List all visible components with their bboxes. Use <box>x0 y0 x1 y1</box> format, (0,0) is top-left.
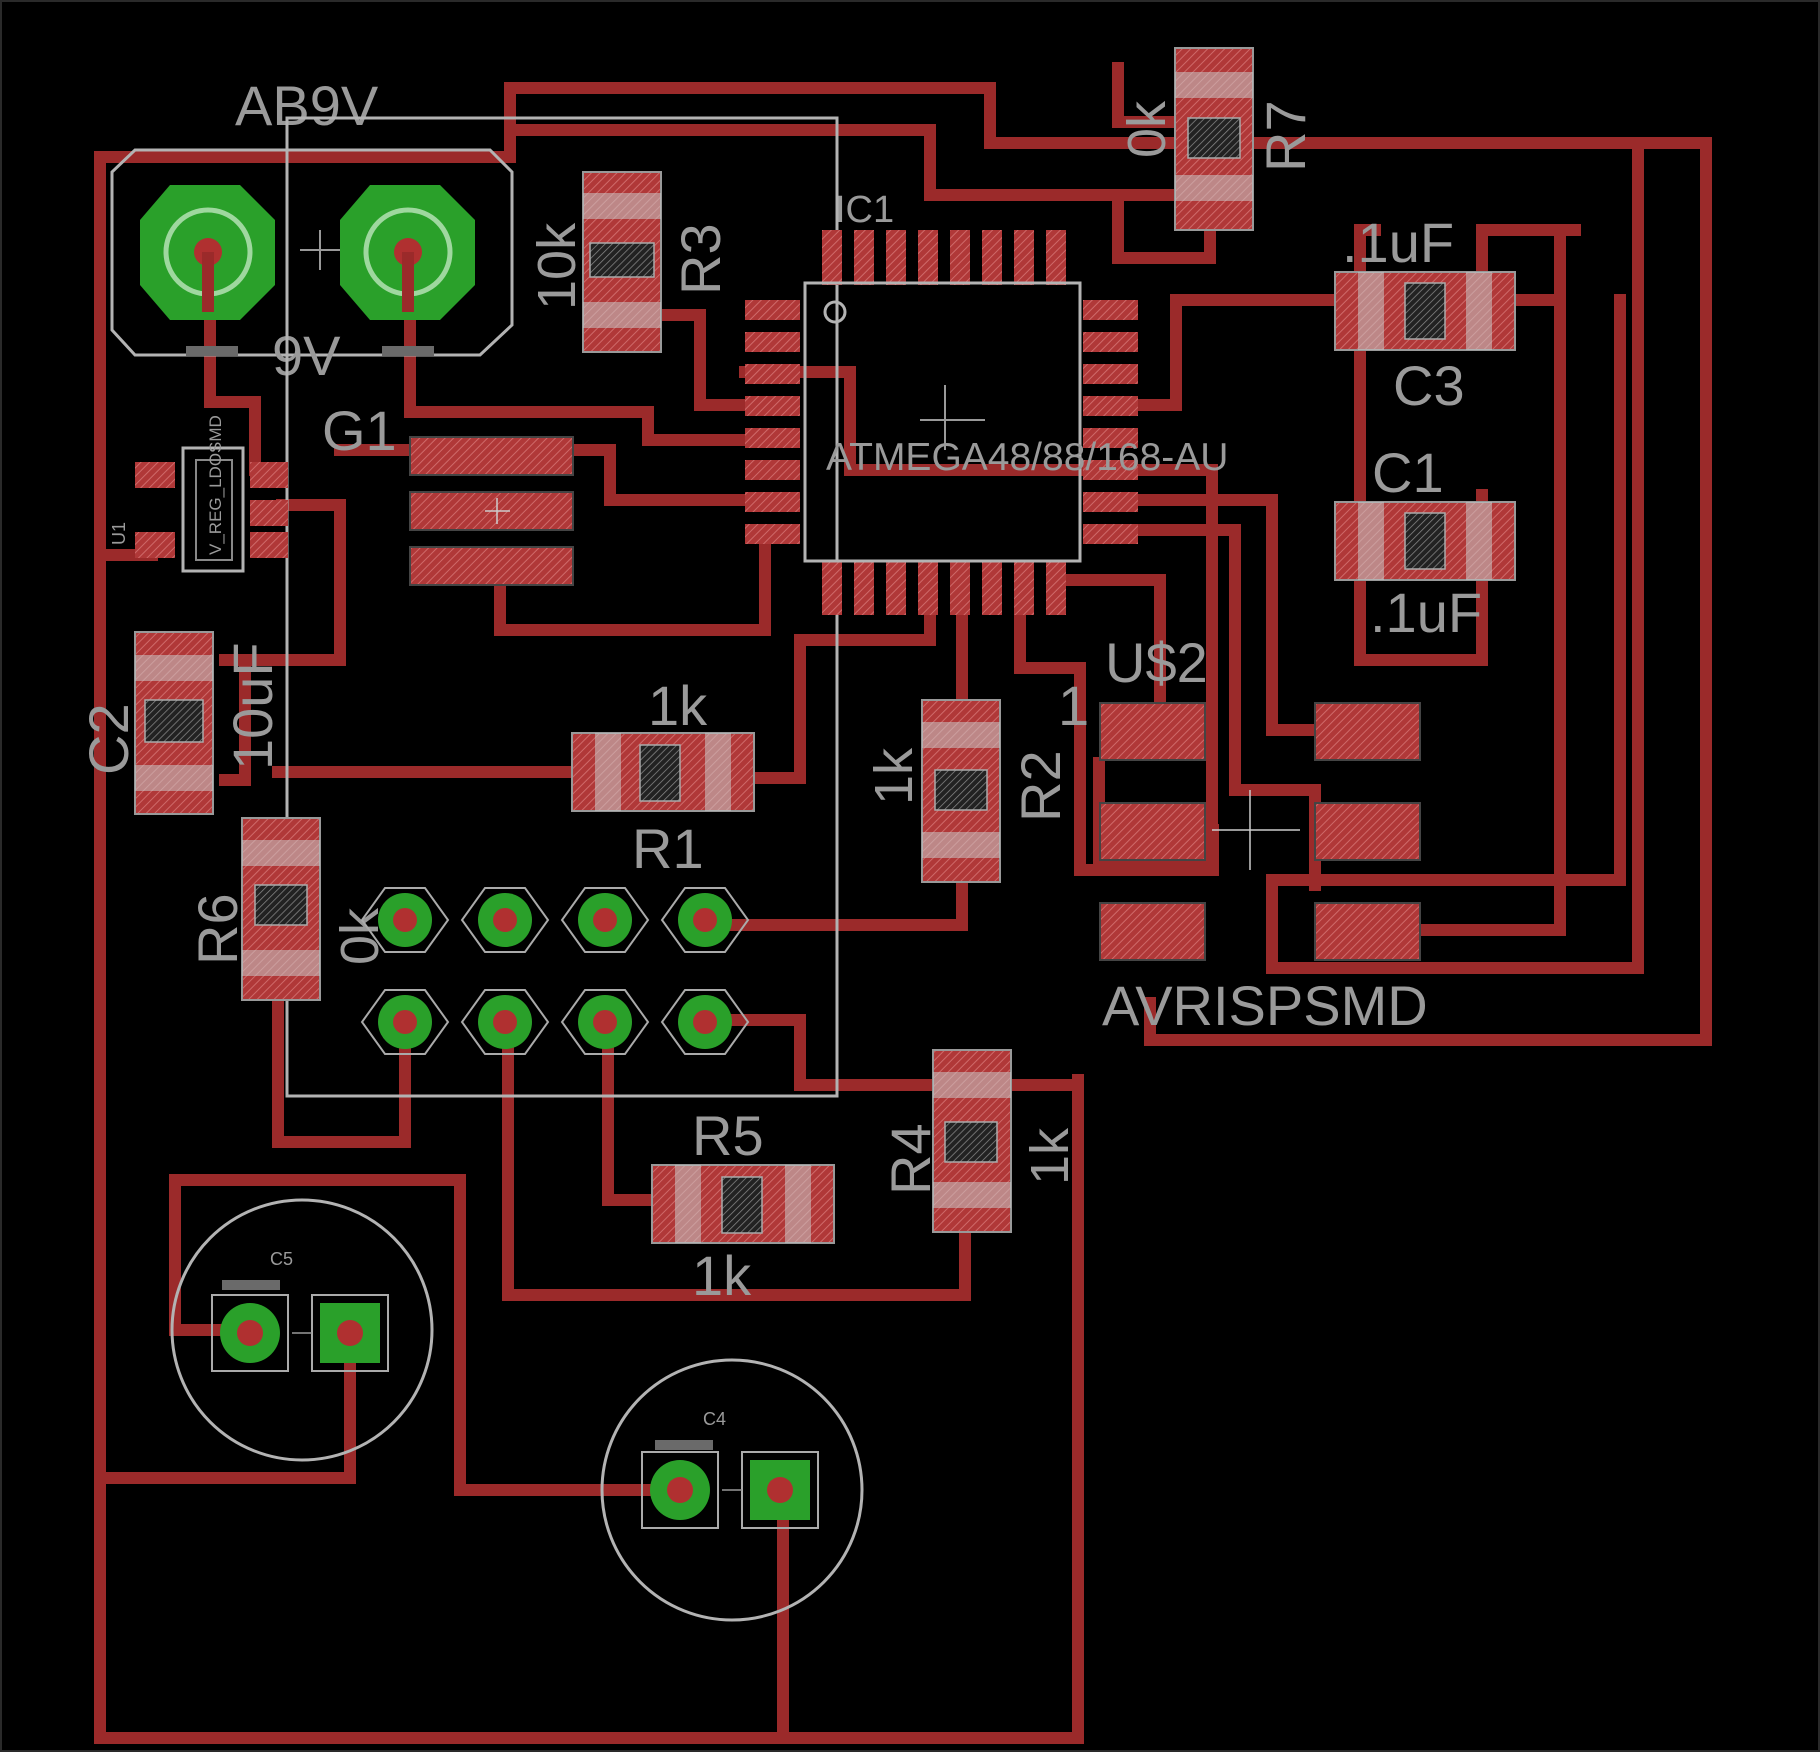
r1-value-label: 1k <box>648 674 708 737</box>
ic1-label: IC1 <box>835 189 894 231</box>
ic1-pin1-dot <box>823 300 847 324</box>
c5-capacitor: C5 <box>170 1198 434 1462</box>
ab9v-label: AB9V <box>235 74 379 137</box>
g1-label: G1 <box>322 399 397 462</box>
ic1-top-pins <box>822 230 1066 285</box>
nine-v-label: 9V <box>272 324 341 387</box>
avrisp-label: AVRISPSMD <box>1102 974 1428 1037</box>
r7-value-label: 0k <box>1117 100 1177 158</box>
r4-value-label: 1k <box>1020 1127 1080 1185</box>
u1-vreg: U1 V_REG_LDOSMD <box>109 415 288 573</box>
r4-name-label: R4 <box>879 1123 942 1195</box>
header-pin <box>560 887 650 953</box>
g1-regulator: G1 <box>322 399 574 586</box>
header-pin <box>660 989 750 1055</box>
c5-label: C5 <box>270 1249 293 1269</box>
c3-value-label: .1uF <box>1342 211 1454 274</box>
u1-label: U1 <box>109 522 129 545</box>
ic1-right-pins <box>1083 300 1138 544</box>
us2-label: U$2 <box>1105 631 1208 694</box>
plus-mark <box>186 346 238 356</box>
r6-name-label: R6 <box>186 893 249 965</box>
r1-name-label: R1 <box>632 817 704 880</box>
c1-value-label: .1uF <box>1370 581 1482 644</box>
avrisp-header: U$2 1 AVRISPSMD <box>1058 631 1428 1037</box>
c4-capacitor: C4 <box>600 1358 864 1622</box>
r7-resistor: 0k R7 <box>1117 47 1317 231</box>
vreg-label: V_REG_LDOSMD <box>206 415 225 555</box>
header-pin <box>460 989 550 1055</box>
header-pin <box>560 989 650 1055</box>
header-pin <box>360 887 450 953</box>
r5-value-label: 1k <box>692 1244 752 1307</box>
c3-capacitor: .1uF C3 <box>1334 211 1516 417</box>
header-pin <box>660 887 750 953</box>
connector-outline <box>110 148 514 357</box>
traces <box>94 62 1712 1744</box>
ic1-atmega: IC1 ATMEGA48/88/168-AU <box>745 189 1228 615</box>
r3-resistor: 10k R3 <box>527 171 732 353</box>
r5-resistor: R5 1k <box>651 1104 835 1307</box>
c1-capacitor: C1 .1uF <box>1334 441 1516 644</box>
terminal-pad-right <box>340 185 475 320</box>
minus-mark <box>382 346 434 356</box>
r3-name-label: R3 <box>669 223 732 295</box>
r1-resistor: 1k R1 <box>571 674 755 880</box>
r4-resistor: R4 1k <box>879 1049 1080 1233</box>
c2-name-label: C2 <box>77 703 140 775</box>
ic1-left-pins <box>745 300 800 544</box>
c2-value-label: 10uF <box>221 642 284 770</box>
r2-name-label: R2 <box>1009 750 1072 822</box>
ic1-body-outline <box>803 281 1082 563</box>
header-pin <box>460 887 550 953</box>
pin-header-2x4 <box>360 887 750 1055</box>
c1-name-label: C1 <box>1372 441 1444 504</box>
ic1-part-label: ATMEGA48/88/168-AU <box>826 436 1228 479</box>
c4-label: C4 <box>703 1409 726 1429</box>
terminal-pad-left <box>140 185 275 320</box>
c2-capacitor: C2 10uF <box>77 631 284 815</box>
pin1-label: 1 <box>1058 674 1089 737</box>
r3-value-label: 10k <box>527 222 587 310</box>
c3-name-label: C3 <box>1393 354 1465 417</box>
header-pin <box>360 989 450 1055</box>
r7-name-label: R7 <box>1254 100 1317 172</box>
r5-name-label: R5 <box>692 1104 764 1167</box>
ab9v-connector: AB9V 9V <box>110 74 514 387</box>
r2-resistor: 1k R2 <box>864 699 1072 883</box>
r2-value-label: 1k <box>864 747 924 805</box>
ic1-bottom-pins <box>822 560 1066 615</box>
